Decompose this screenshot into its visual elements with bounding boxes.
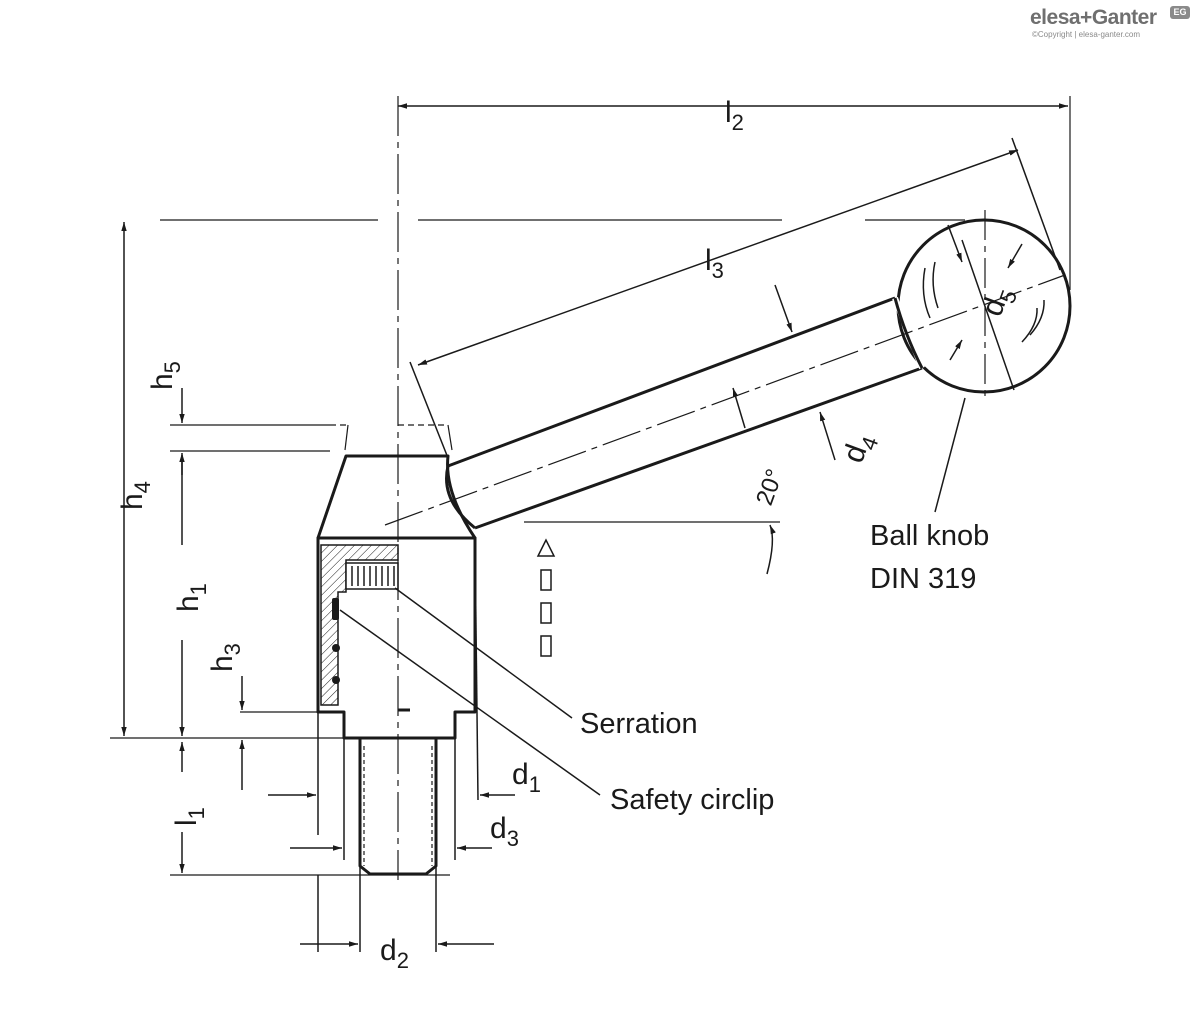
dim-d1: d1: [512, 758, 541, 797]
adjustment-indicator: [536, 538, 556, 657]
brand-name: elesa+Ganter: [1030, 6, 1157, 29]
leader-lines: [339, 397, 966, 796]
callout-din: DIN 319: [870, 563, 976, 595]
callout-ball-knob: Ball knob: [870, 520, 989, 552]
callout-serration: Serration: [580, 708, 698, 740]
callout-safety-circlip: Safety circlip: [610, 784, 774, 816]
dim-d3: d3: [490, 812, 519, 851]
dim-h1: h1: [172, 583, 211, 612]
brand-copyright: ©Copyright | elesa-ganter.com: [1032, 30, 1141, 39]
angle-label: 20°: [751, 466, 789, 509]
handle-body: [316, 454, 477, 876]
dim-l1: l1: [170, 807, 209, 826]
dim-h3: h3: [206, 643, 245, 672]
dim-h4: h4: [116, 481, 155, 510]
lever-arm: [445, 296, 923, 530]
dim-h5: h5: [146, 361, 185, 390]
dim-l2: l2: [725, 96, 744, 135]
stud-thread: [363, 746, 433, 866]
dimension-lines: [121, 103, 1068, 952]
dim-d4: d4: [837, 428, 884, 469]
dim-l3: l3: [705, 244, 724, 283]
brand-badge: EG: [1170, 6, 1190, 19]
brand-logo: elesa+Ganter EG ©Copyright | elesa-gante…: [1030, 6, 1195, 42]
dim-d2: d2: [380, 934, 409, 973]
